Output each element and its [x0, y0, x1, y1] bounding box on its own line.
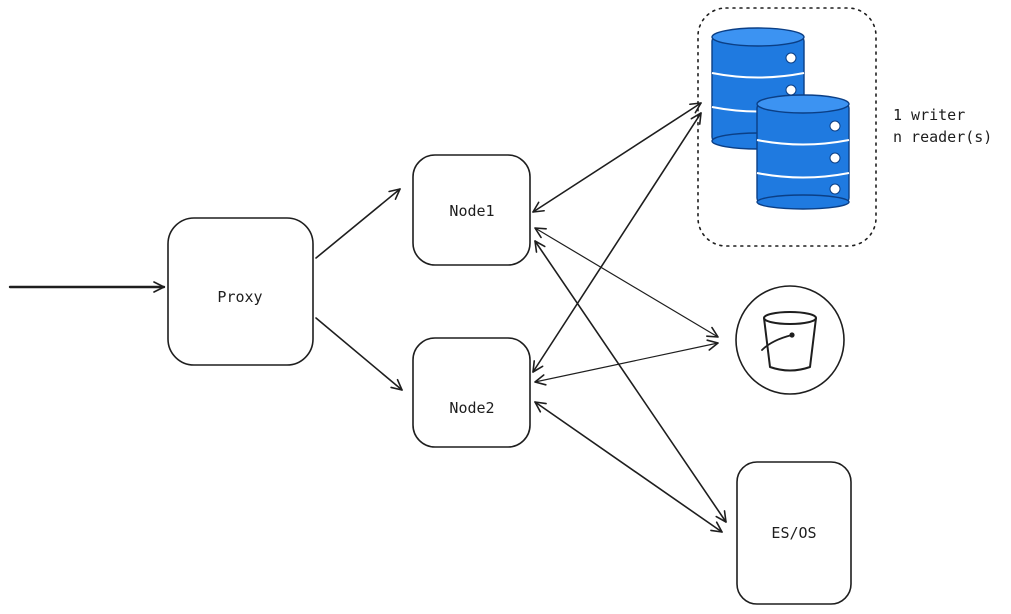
node1-node: Node1: [412, 154, 531, 266]
node2-label: Node2: [449, 399, 494, 417]
database-note: 1 writer n reader(s): [893, 104, 992, 148]
proxy-label: Proxy: [217, 288, 262, 306]
edge-node1-database: [532, 102, 702, 213]
search-node: ES/OS: [736, 461, 852, 605]
edge-proxy-node1: [315, 188, 401, 259]
database-group: [697, 7, 877, 247]
database-note-line1: 1 writer: [893, 106, 966, 124]
node1-label: Node1: [449, 202, 494, 220]
proxy-node: Proxy: [167, 217, 314, 366]
database-note-line2: n reader(s): [893, 128, 993, 146]
database-cylinder-front: [756, 94, 850, 210]
edge-node2-database: [532, 112, 702, 373]
edge-proxy-node2: [315, 317, 403, 391]
bucket-icon: [761, 311, 817, 372]
database-stack-icon: [711, 27, 850, 210]
bucket-node: [735, 285, 845, 395]
edge-node2-search: [534, 401, 723, 533]
node2-node: Node2: [412, 337, 531, 448]
search-label: ES/OS: [771, 524, 816, 542]
edge-node1-search: [534, 240, 727, 523]
edge-node2-bucket: [534, 339, 719, 386]
